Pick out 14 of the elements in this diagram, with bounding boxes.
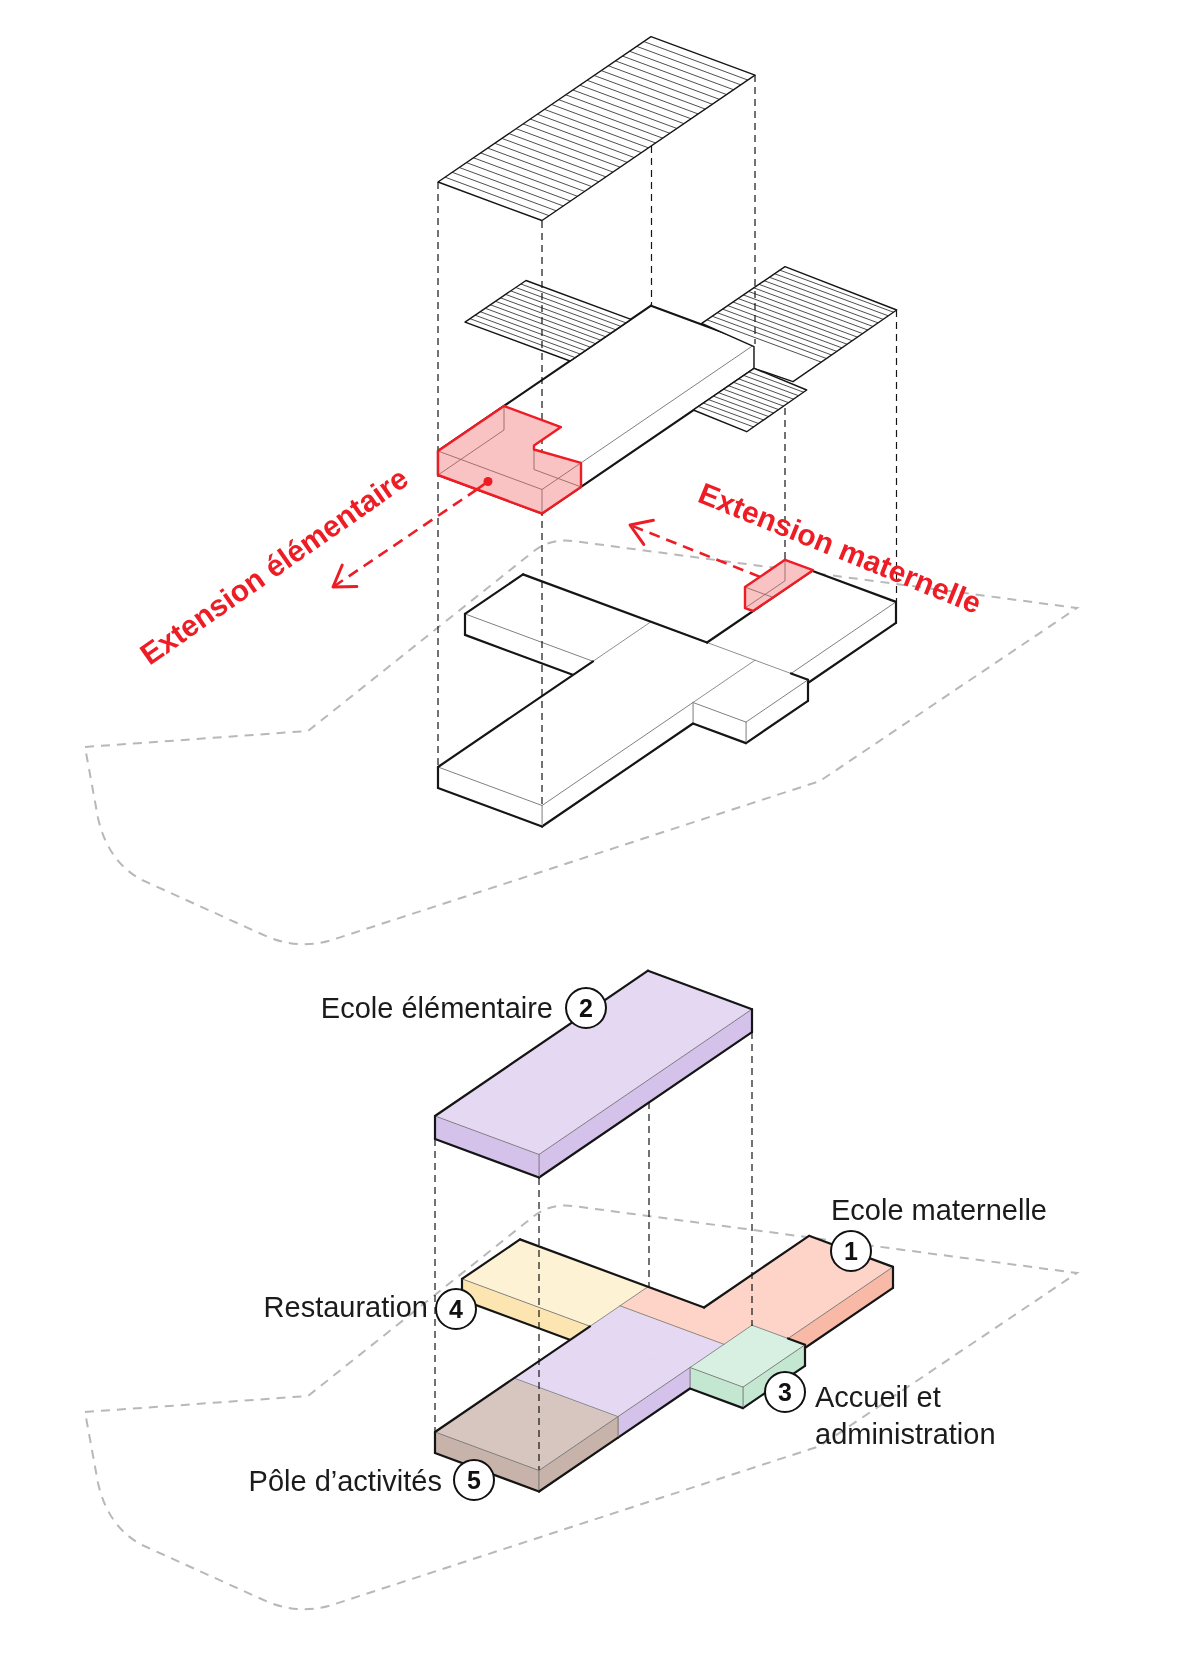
- callout-number: 5: [453, 1459, 495, 1501]
- callout-number: 1: [830, 1230, 872, 1272]
- dashed-arrow: [331, 488, 478, 589]
- callout-number: 4: [435, 1288, 477, 1330]
- zone-label: Restauration: [263, 1289, 428, 1325]
- zone-label: Pôle d’activités: [248, 1463, 442, 1499]
- extension-volume: [436, 403, 583, 516]
- dashed-arrow: [628, 518, 761, 579]
- zone-label: Ecole élémentaire: [320, 990, 553, 1026]
- zone-label: Accueil et administration: [815, 1380, 997, 1452]
- extension-volume: [743, 557, 815, 614]
- callout-number: 2: [565, 987, 607, 1029]
- zone-label: Ecole maternelle: [831, 1192, 1047, 1228]
- callout-number: 3: [764, 1371, 806, 1413]
